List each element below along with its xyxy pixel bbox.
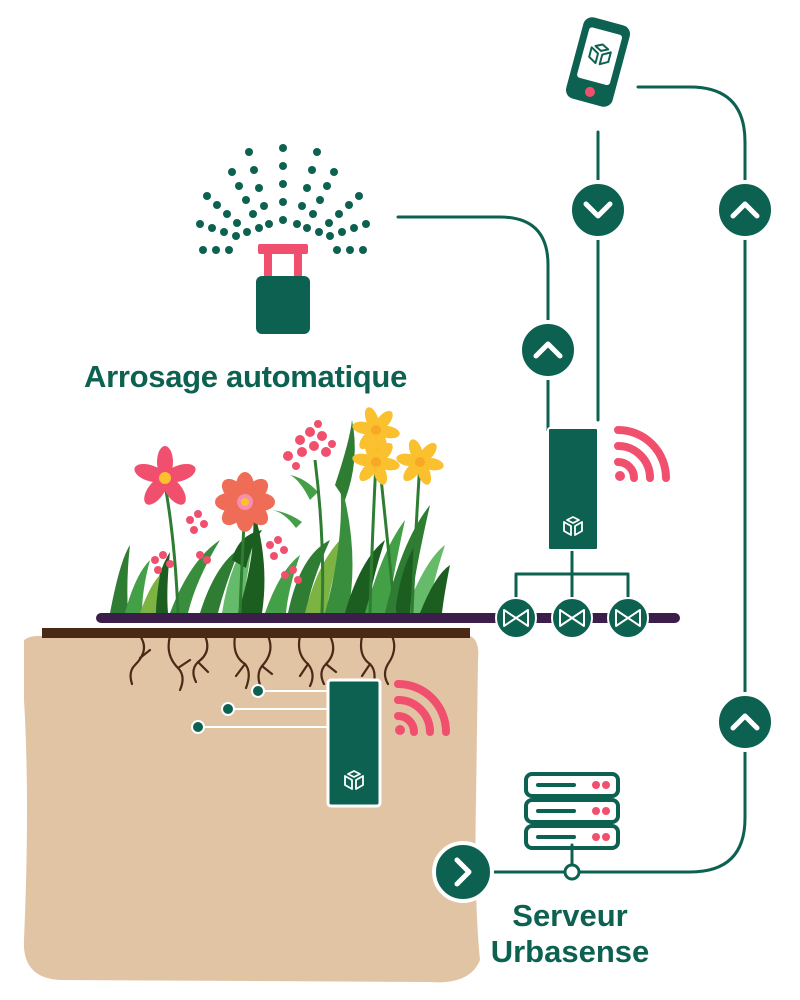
server-network-node (563, 863, 581, 881)
line-sprinkler-to-controller (396, 215, 550, 432)
flower-salmon (215, 472, 275, 532)
valve-icon (559, 609, 585, 627)
server-label-line2: Urbasense (490, 934, 650, 969)
arrow-up-controller-to-sprinkler (518, 320, 578, 380)
chevron-up-icon (730, 201, 760, 219)
valve-1 (495, 597, 537, 639)
plant-roots (129, 634, 396, 692)
irrigation-label: Arrosage automatique (84, 359, 408, 394)
arrow-down-phone-to-controller (568, 180, 628, 240)
sprinkler-icon (196, 144, 370, 334)
valve-2 (551, 597, 593, 639)
arrow-up-server-to-phone-top (715, 180, 775, 240)
smartphone-icon (565, 17, 631, 107)
soil-block (23, 628, 481, 983)
plant-bed (110, 407, 450, 614)
server-label: Serveur Urbasense (480, 898, 660, 970)
sprinkler-body (256, 276, 310, 334)
flower-pink-clusters (151, 420, 336, 584)
soil-sensor-probes (191, 684, 330, 734)
line-phone-to-server-return (478, 85, 747, 874)
chevron-down-icon (583, 201, 613, 219)
wireless-signal-icon (614, 426, 670, 482)
chevron-up-icon (533, 341, 563, 359)
server-label-line1: Serveur (512, 898, 628, 933)
chevron-right-icon (454, 857, 472, 887)
server-stack-icon (524, 772, 620, 850)
soil-sensor-icon (326, 678, 382, 808)
server-status-lights (592, 781, 610, 841)
chevron-up-icon (730, 713, 760, 731)
wireless-signal-icon (394, 680, 450, 736)
valve-icon (503, 609, 529, 627)
valve-icon (615, 609, 641, 627)
wireless-signal-dot (615, 471, 625, 481)
wireless-signal-dot (395, 725, 405, 735)
water-spray-dots (196, 144, 370, 254)
flower-yellow-clusters (352, 407, 444, 485)
arrow-up-server-to-phone-bottom (715, 692, 775, 752)
irrigation-controller (547, 427, 599, 551)
line-controller-manifold (514, 548, 630, 600)
arrow-right-sensor-to-server (432, 841, 494, 903)
flower-pink-large (134, 446, 196, 505)
sprinkler-nozzle (258, 244, 308, 276)
valve-3 (607, 597, 649, 639)
